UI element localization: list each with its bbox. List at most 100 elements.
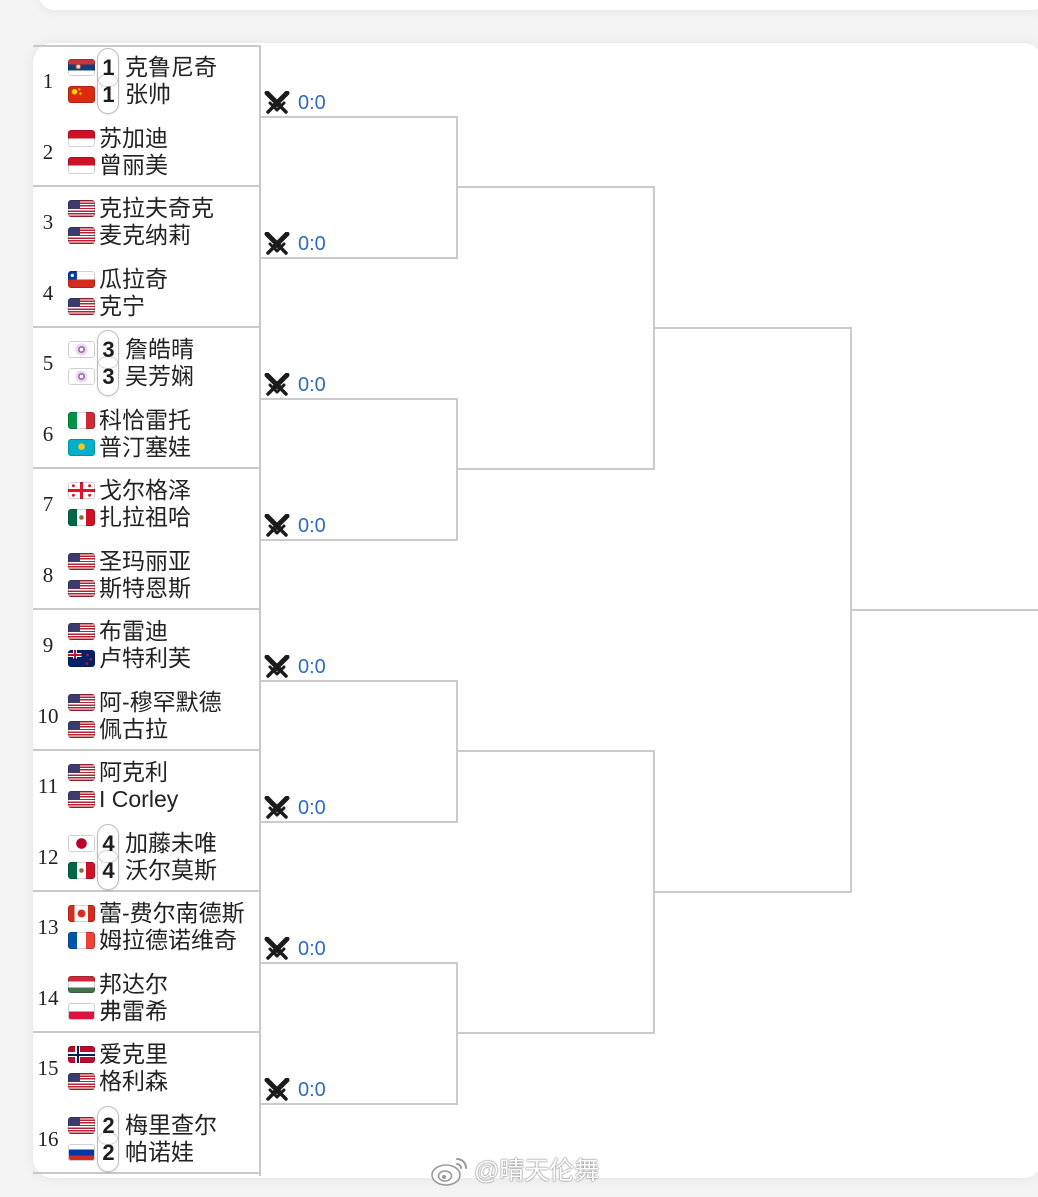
player[interactable]: 克鲁尼奇	[68, 54, 258, 81]
match-score-7[interactable]: 0:0	[264, 937, 354, 961]
player-name: 弗雷希	[99, 997, 168, 1024]
player[interactable]: 詹皓晴	[68, 336, 258, 363]
draw-entry-16[interactable]: 16 2 2 梅里查尔 帕诺娃	[33, 1104, 259, 1175]
player-name: 克鲁尼奇	[125, 54, 217, 80]
seed-badge-joint	[99, 850, 117, 862]
player-name: 蕾-费尔南德斯	[99, 900, 245, 926]
player[interactable]: 扎拉祖哈	[68, 504, 258, 531]
draw-table-right-border	[259, 45, 261, 1176]
draw-box-4	[33, 469, 261, 610]
bracket-connector-line	[261, 1103, 458, 1105]
player[interactable]: I Corley	[68, 786, 258, 813]
flag-icon	[68, 905, 95, 922]
flag-icon	[68, 200, 95, 217]
player[interactable]: 苏加迪	[68, 125, 258, 152]
seed-number: 1	[102, 55, 115, 80]
bracket-connector-line	[456, 468, 655, 470]
draw-entry-15[interactable]: 15 爱克里 格利森	[33, 1033, 259, 1104]
draw-entry-4[interactable]: 4 瓜拉奇 克宁	[33, 258, 259, 329]
weibo-icon	[431, 1158, 467, 1186]
draw-table-top-border	[33, 45, 261, 47]
draw-entry-10[interactable]: 10 阿-穆罕默德 佩古拉	[33, 681, 259, 752]
draw-entry-7[interactable]: 7 戈尔格泽 扎拉祖哈	[33, 469, 259, 540]
draw-box-6	[33, 751, 261, 892]
player[interactable]: 阿克利	[68, 759, 258, 786]
player[interactable]: 沃尔莫斯	[68, 857, 258, 884]
draw-position-number: 13	[37, 915, 59, 939]
player[interactable]: 蕾-费尔南德斯	[68, 900, 258, 927]
player-name: 圣玛丽亚	[99, 547, 191, 574]
player[interactable]: 布雷迪	[68, 618, 258, 645]
match-score-4[interactable]: 0:0	[264, 514, 354, 538]
player[interactable]: 斯特恩斯	[68, 575, 258, 602]
draw-position-number: 4	[42, 280, 54, 305]
match-score-6[interactable]: 0:0	[264, 796, 354, 820]
draw-entry-11[interactable]: 11 阿克利 I Corley	[33, 751, 259, 822]
draw-entry-5[interactable]: 5 3 3 詹皓晴 吴芳娴	[33, 328, 259, 399]
player[interactable]: 普汀塞娃	[68, 434, 258, 461]
draw-entry-9[interactable]: 9 布雷迪 卢特利芙	[33, 610, 259, 681]
bracket-connector-line	[261, 680, 458, 682]
player[interactable]: 佩古拉	[68, 716, 258, 743]
bracket-connector-line	[261, 116, 458, 118]
player[interactable]: 瓜拉奇	[68, 266, 258, 293]
player[interactable]: 吴芳娴	[68, 363, 258, 390]
player[interactable]: 麦克纳莉	[68, 222, 258, 249]
player[interactable]: 姆拉德诺维奇	[68, 927, 258, 954]
seed-number: 4	[102, 830, 115, 856]
draw-entry-14[interactable]: 14 邦达尔 弗雷希	[33, 963, 259, 1034]
player[interactable]: 弗雷希	[68, 998, 258, 1025]
match-score-2[interactable]: 0:0	[264, 232, 354, 256]
flag-icon	[68, 1143, 95, 1161]
match-score-8[interactable]: 0:0	[264, 1078, 354, 1102]
flag-icon	[68, 693, 95, 711]
player[interactable]: 格利森	[68, 1068, 258, 1095]
player[interactable]: 阿-穆罕默德	[68, 689, 258, 716]
match-score-3[interactable]: 0:0	[264, 373, 354, 397]
draw-entry-2[interactable]: 2 苏加迪 曾丽美	[33, 117, 259, 188]
draw-position-number: 5	[42, 351, 54, 375]
draw-entry-12[interactable]: 12 4 4 加藤未唯 沃尔莫斯	[33, 822, 259, 893]
draw-entry-3[interactable]: 3 克拉夫奇克 麦克纳莉	[33, 187, 259, 258]
draw-position-number: 10	[37, 703, 59, 728]
player-name: 戈尔格泽	[99, 477, 191, 503]
flag-icon	[68, 1046, 95, 1063]
player[interactable]: 加藤未唯	[68, 830, 258, 857]
player[interactable]: 圣玛丽亚	[68, 548, 258, 575]
player[interactable]: 科恰雷托	[68, 407, 258, 434]
bracket-connector-line	[261, 398, 458, 400]
score-text: 0:0	[298, 515, 326, 537]
player[interactable]: 卢特利芙	[68, 645, 258, 672]
draw-position-number: 8	[42, 562, 54, 587]
player[interactable]: 梅里查尔	[68, 1112, 258, 1139]
flag-icon	[68, 156, 95, 174]
score-text: 0:0	[298, 374, 326, 396]
player[interactable]: 戈尔格泽	[68, 477, 258, 504]
draw-entry-6[interactable]: 6 科恰雷托 普汀塞娃	[33, 399, 259, 470]
crossed-swords-icon	[264, 373, 290, 396]
player[interactable]: 张帅	[68, 81, 258, 108]
player[interactable]: 曾丽美	[68, 152, 258, 179]
player[interactable]: 爱克里	[68, 1041, 258, 1068]
flag-icon	[68, 834, 95, 852]
draw-position-number: 1	[42, 69, 54, 93]
draw-entry-13[interactable]: 13 蕾-费尔南德斯 姆拉德诺维奇	[33, 892, 259, 963]
player[interactable]: 克宁	[68, 293, 258, 320]
flag-icon	[68, 1116, 95, 1134]
draw-entry-8[interactable]: 8 圣玛丽亚 斯特恩斯	[33, 540, 259, 611]
draw-entry-1[interactable]: 1 1 1 克鲁尼奇 张帅	[33, 46, 259, 117]
watermark: @晴天伦舞	[430, 1153, 630, 1189]
player-name: 科恰雷托	[99, 406, 191, 433]
bracket-connector-line	[261, 257, 458, 259]
player[interactable]: 克拉夫奇克	[68, 195, 258, 222]
player-name: 爱克里	[99, 1041, 168, 1067]
match-score-5[interactable]: 0:0	[264, 655, 354, 679]
flag-icon	[68, 579, 95, 597]
bracket-connector-line	[653, 327, 852, 329]
draw-position-number: 15	[37, 1056, 59, 1080]
flag-icon	[68, 791, 95, 808]
match-score-1[interactable]: 0:0	[264, 91, 354, 115]
flag-icon	[68, 1073, 95, 1090]
player[interactable]: 邦达尔	[68, 971, 258, 998]
player[interactable]: 帕诺娃	[68, 1139, 258, 1166]
